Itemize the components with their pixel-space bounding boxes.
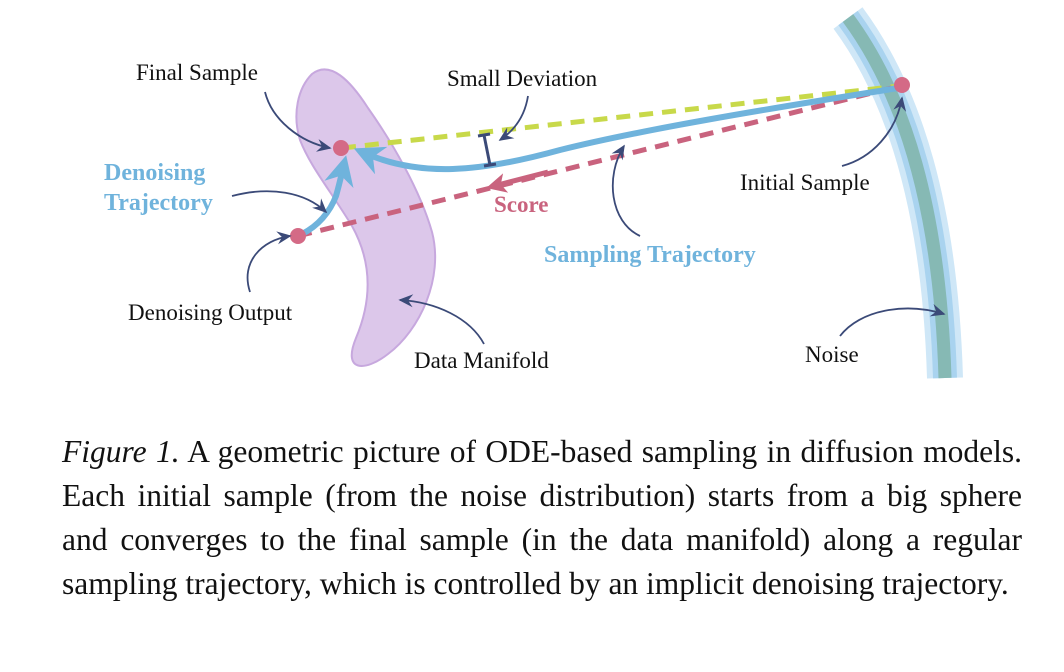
small-deviation-marker (477, 132, 497, 168)
figure-label: Figure 1. (62, 434, 180, 469)
final-sample-pointer (264, 91, 332, 152)
sampling-trajectory-curve (353, 85, 899, 175)
denoising-output-point (290, 228, 306, 244)
initial-sample-pointer (841, 96, 907, 167)
data-manifold-pointer (398, 294, 485, 345)
ode-sampling-diagram: Final Sample Small Deviation Denoising T… (104, 7, 963, 379)
caption-text: A geometric picture of ODE-based samplin… (62, 434, 1022, 601)
direct-line (341, 83, 901, 151)
denoising-dashed-line (297, 83, 901, 239)
sampling-trajectory-label: Sampling Trajectory (544, 242, 756, 268)
denoising-trajectory-pointer (231, 190, 328, 214)
data-manifold-label: Data Manifold (414, 348, 549, 373)
final-sample-label: Final Sample (136, 60, 258, 85)
noise-label: Noise (805, 342, 859, 367)
initial-sample-point (894, 77, 910, 93)
denoising-trajectory-label-line2: Trajectory (104, 190, 213, 216)
small-deviation-label: Small Deviation (447, 66, 598, 91)
initial-sample-label: Initial Sample (740, 170, 870, 195)
denoising-trajectory-curve (300, 155, 354, 237)
final-sample-point (333, 140, 349, 156)
denoising-trajectory-label-line1: Denoising (104, 160, 205, 186)
denoising-output-label: Denoising Output (128, 300, 293, 325)
figure-caption: Figure 1. A geometric picture of ODE-bas… (62, 430, 1022, 606)
small-deviation-pointer (498, 95, 529, 141)
noise-sphere (833, 7, 963, 379)
score-label: Score (494, 192, 549, 217)
noise-pointer (839, 304, 946, 337)
score-arrow (486, 169, 549, 193)
denoising-output-pointer (246, 231, 292, 293)
sampling-trajectory-pointer (611, 144, 641, 237)
